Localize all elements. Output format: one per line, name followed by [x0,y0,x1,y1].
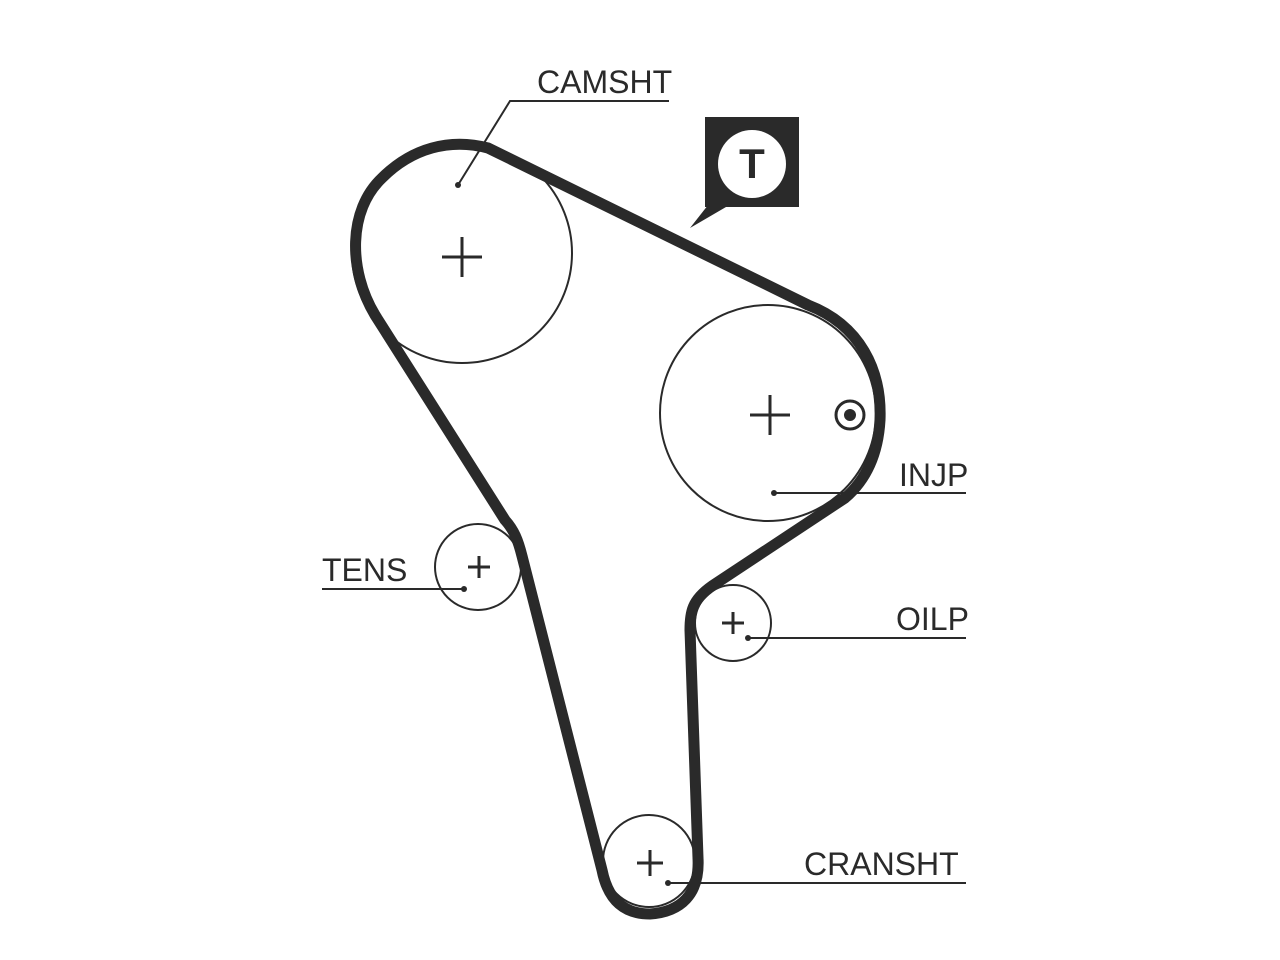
tensioner-label: TENS [322,552,407,588]
injection-pump-pulley [659,304,877,522]
oil-pump-label: OILP [896,601,969,637]
camshaft-label: CAMSHT [537,64,672,100]
tensioner-pulley [434,523,522,611]
center-cross-icon [722,612,744,634]
center-cross-icon [442,237,482,277]
injection-pump-label: INJP [899,457,968,493]
camshaft-leader [457,100,669,186]
center-cross-icon [637,850,663,876]
tensioner-badge-icon: T [690,117,799,228]
timing-mark-icon [834,399,866,431]
timing-belt [350,138,886,920]
center-cross-icon [750,395,790,435]
center-cross-icon [468,556,490,578]
tensioner-badge-letter: T [739,140,765,187]
crankshaft-label: CRANSHT [804,846,959,882]
